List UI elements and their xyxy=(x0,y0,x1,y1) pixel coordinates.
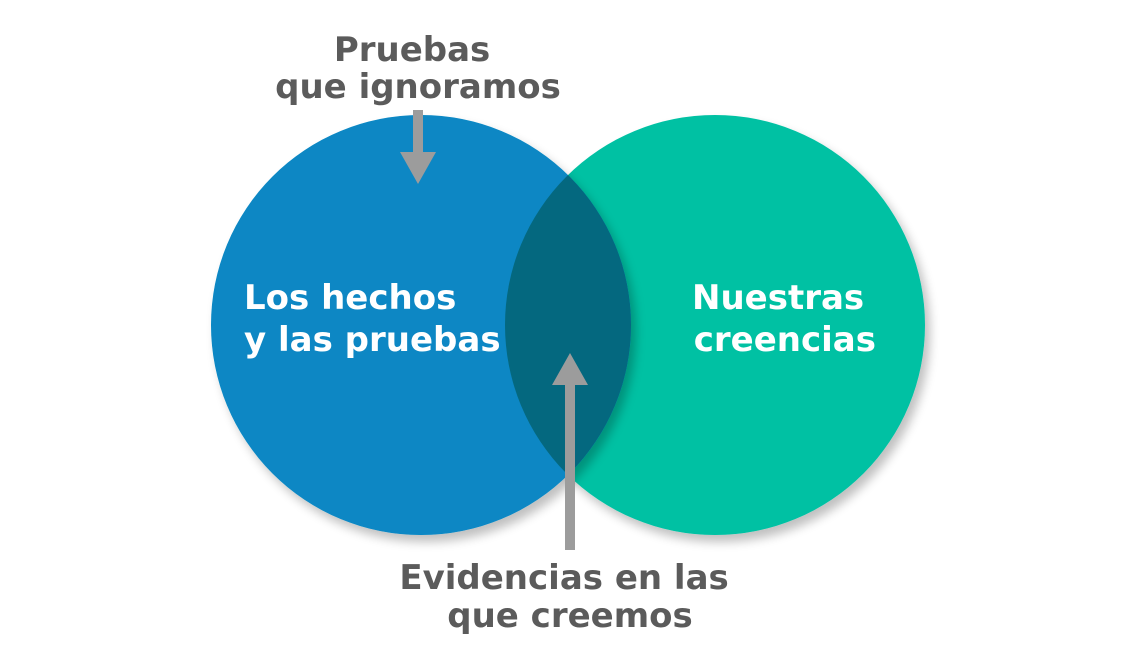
top-annotation-line-2: que ignoramos xyxy=(275,67,561,107)
left-circle-facts xyxy=(211,115,631,535)
bottom-annotation-line-1: Evidencias en las xyxy=(399,558,728,598)
right-circle-label-line-1: Nuestras xyxy=(692,278,864,318)
bottom-annotation-line-2: que creemos xyxy=(447,596,693,636)
right-circle-beliefs xyxy=(505,115,925,535)
left-circle-label-line-2: y las pruebas xyxy=(244,320,501,360)
left-circle-label-line-1: Los hechos xyxy=(244,278,456,318)
arrow-up-icon xyxy=(552,353,588,550)
right-circle-label: Nuestras creencias xyxy=(692,278,876,360)
bottom-annotation: Evidencias en las que creemos xyxy=(399,558,740,636)
left-circle-label: Los hechos y las pruebas xyxy=(244,278,501,360)
right-circle-label-line-2: creencias xyxy=(694,320,876,360)
top-annotation-line-1: Pruebas xyxy=(334,30,490,70)
top-annotation: Pruebas que ignoramos xyxy=(275,30,561,107)
arrow-down-icon xyxy=(400,110,436,184)
